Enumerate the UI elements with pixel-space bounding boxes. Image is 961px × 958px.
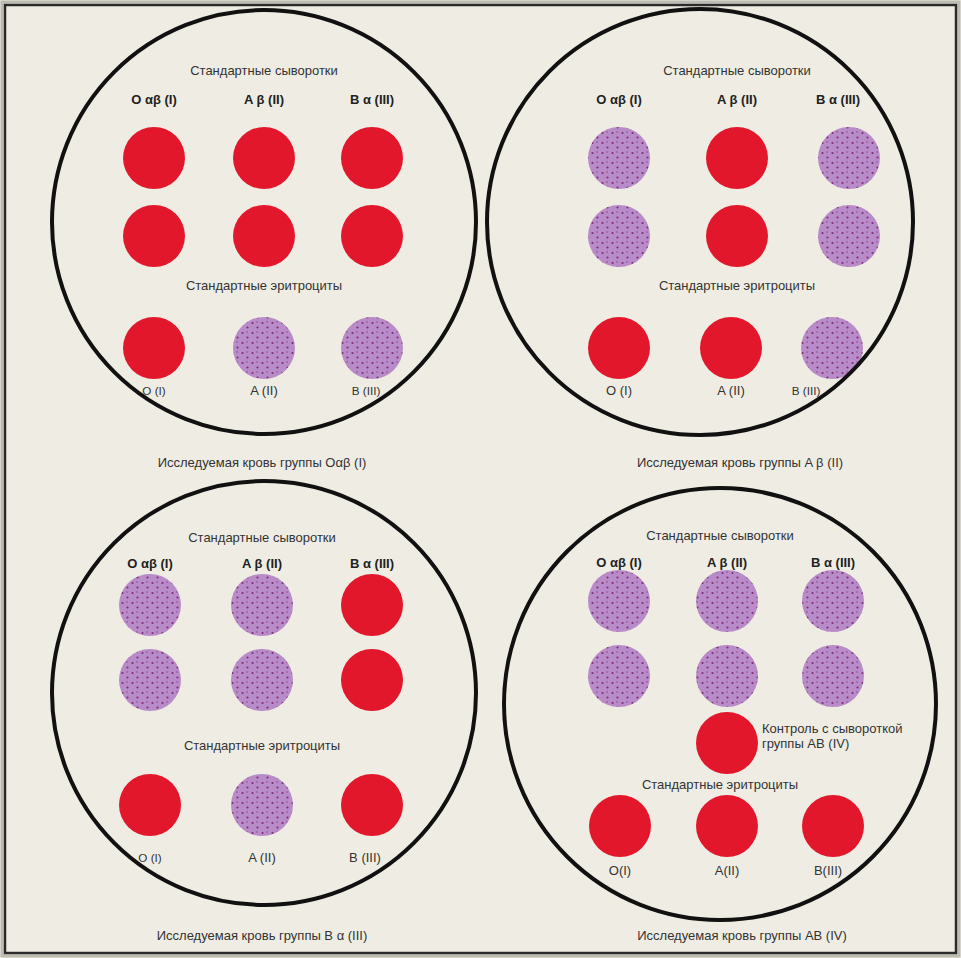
- text-label: A (II): [250, 383, 277, 398]
- text-label: Стандартные эритроциты: [184, 738, 340, 753]
- text-label: O (I): [606, 383, 632, 398]
- serum-heading: O αβ (I): [596, 555, 642, 570]
- text-label: Стандартные сыворотки: [646, 528, 794, 543]
- text-label: Стандартные сыворотки: [663, 63, 811, 78]
- text-label: B (III): [792, 383, 821, 398]
- circle-caption: Исследуемая кровь группы A β (II): [637, 455, 843, 470]
- text-label: A (II): [717, 383, 744, 398]
- test-circle: Стандартные сыворотки O αβ (I) A β (II) B α…: [502, 486, 938, 922]
- text-label: Стандартные эритроциты: [642, 777, 798, 792]
- serum-heading: O αβ (I): [596, 92, 642, 107]
- text-label: Стандартные сыворотки: [188, 530, 336, 545]
- text-label: Стандартные эритроциты: [659, 278, 815, 293]
- serum-heading: A β (II): [707, 555, 747, 570]
- frame: [5, 5, 956, 953]
- text-label: O(I): [609, 863, 631, 878]
- serum-heading: O αβ (I): [127, 556, 173, 571]
- text-label: Стандартные эритроциты: [186, 278, 342, 293]
- test-circle: Стандартные сыворотки O αβ (I) A β (II) B α…: [50, 8, 478, 436]
- circle-caption: Исследуемая кровь группы B α (III): [157, 928, 368, 943]
- text-label: O (I): [142, 383, 165, 398]
- text-label: B (III): [349, 850, 381, 865]
- text-label: Стандартные сыворотки: [190, 63, 338, 78]
- text-label: A(II): [715, 863, 740, 878]
- test-circle: Стандартные сыворотки O αβ (I) A β (II) B α…: [50, 479, 478, 907]
- text-label: O (I): [138, 850, 161, 865]
- circle-caption: Исследуемая кровь группы AB (IV): [637, 928, 847, 943]
- serum-heading: O αβ (I): [131, 92, 177, 107]
- test-circle: Стандартные сыворотки O αβ (I) A β (II) B α…: [485, 7, 915, 437]
- serum-heading: B α (III): [350, 92, 394, 107]
- serum-heading: B α (III): [811, 555, 855, 570]
- control-note: Контроль с сывороткой группы AB (IV): [762, 721, 904, 751]
- text-label: B (III): [352, 383, 381, 398]
- serum-heading: B α (III): [816, 92, 860, 107]
- circle-caption: Исследуемая кровь группы Oαβ (I): [158, 455, 367, 470]
- serum-heading: A β (II): [242, 556, 282, 571]
- serum-heading: A β (II): [717, 92, 757, 107]
- serum-heading: A β (II): [244, 92, 284, 107]
- serum-heading: B α (III): [350, 556, 394, 571]
- text-label: B(III): [814, 863, 842, 878]
- text-label: A (II): [248, 850, 275, 865]
